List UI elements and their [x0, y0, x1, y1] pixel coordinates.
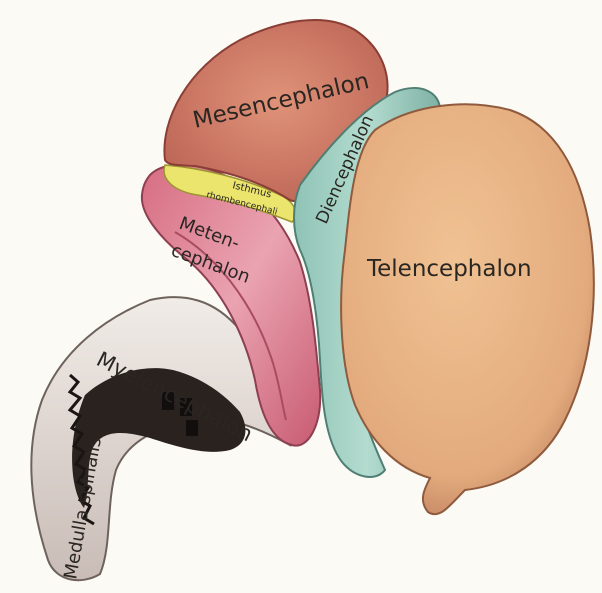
telencephalon-region	[341, 104, 594, 514]
dark-mark-3	[186, 420, 198, 436]
label-telencephalon: Telencephalon	[366, 256, 532, 282]
